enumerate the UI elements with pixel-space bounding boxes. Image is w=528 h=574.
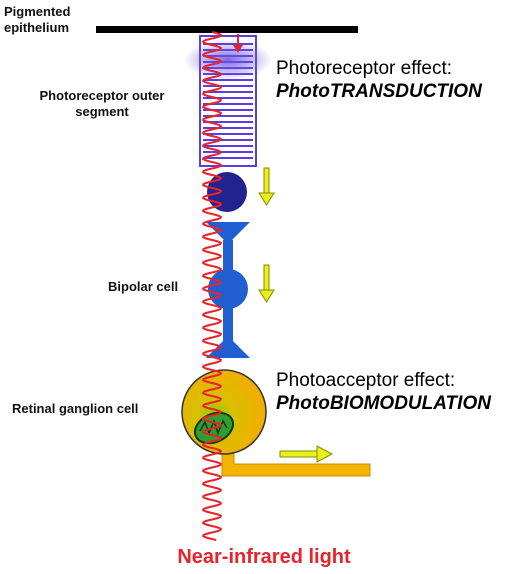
light-absorption-arrow [233, 34, 243, 53]
bipolar-dendrite [223, 240, 233, 270]
near-infrared-light-label: Near-infrared light [177, 546, 351, 568]
photoacceptor-effect-title: Photoacceptor effect: [276, 370, 456, 391]
photoreceptor-outer-segment [184, 35, 272, 167]
synapse-triangle-2 [206, 336, 250, 358]
photoacceptor-effect: Photoacceptor effect: PhotoBIOMODULATION [276, 370, 491, 416]
signal-arrow-right [279, 445, 334, 463]
photoreceptor-effect-title: Photoreceptor effect: [276, 58, 453, 79]
label-retinal-ganglion-cell: Retinal ganglion cell [12, 401, 139, 416]
ganglion-cell-body [181, 369, 267, 455]
bipolar-axon [223, 306, 233, 346]
label-pigmented-epithelium: Pigmented epithelium [4, 4, 71, 35]
absorption-glow [184, 40, 272, 80]
pigmented-epithelium-bar [96, 26, 358, 33]
near-infrared-wave [201, 31, 223, 541]
label-bipolar-cell: Bipolar cell [108, 279, 179, 294]
photoreceptor-effect-subtitle: PhotoTRANSDUCTION [276, 81, 482, 102]
label-photoreceptor-outer-segment: Photoreceptor outer segment [39, 88, 165, 119]
signal-arrow-down-2 [258, 264, 275, 303]
signal-arrow-down-1 [258, 167, 275, 206]
photoacceptor-effect-subtitle: PhotoBIOMODULATION [276, 393, 491, 414]
bipolar-cell-body [208, 269, 248, 309]
photoreceptor-effect: Photoreceptor effect: PhotoTRANSDUCTION [276, 58, 482, 104]
photoreceptor-cell-body [207, 172, 247, 212]
